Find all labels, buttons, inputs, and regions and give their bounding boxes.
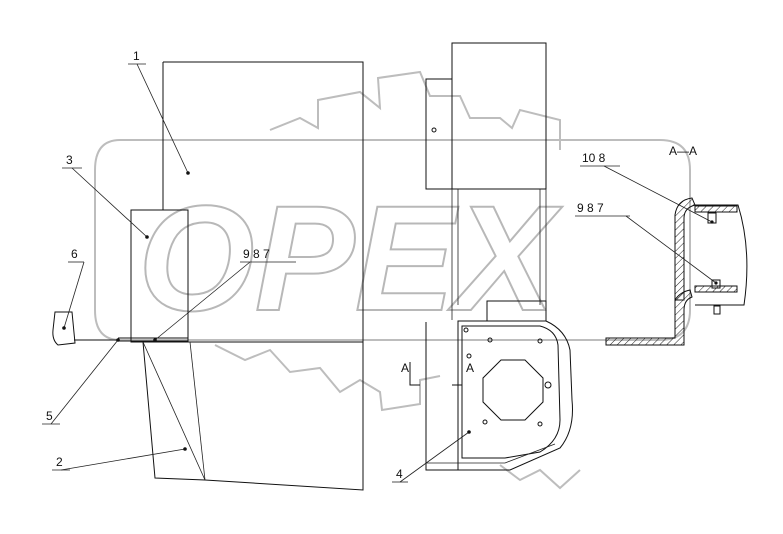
- callout-108-label: 10 8: [582, 151, 606, 165]
- section-marker-left: [409, 362, 420, 386]
- callout-2-label: 2: [56, 455, 63, 469]
- callout-6-leader: [63, 261, 85, 329]
- part4-flange: [426, 443, 556, 464]
- callout-987-label: 9 8 7: [243, 247, 270, 261]
- part4-hole: [466, 353, 472, 359]
- part4-octagon-opening: [482, 359, 544, 421]
- part4-hole: [537, 338, 543, 344]
- callout-987-dot: [153, 338, 157, 342]
- callout-108-dot: [710, 220, 714, 224]
- callout-leaders: [42, 63, 718, 483]
- callout-6-dot: [62, 326, 66, 330]
- callout-4-leader: [399, 431, 470, 483]
- callout-987-leader: [154, 261, 251, 341]
- callout-4-dot: [467, 430, 471, 434]
- section-cover: [695, 204, 748, 306]
- callout-3-label: 3: [66, 153, 73, 167]
- section-marker-label-left: A: [401, 361, 409, 375]
- part4-bracket-outer: [425, 320, 573, 471]
- watermark-gear-outline: [214, 70, 581, 490]
- part4-bracket-inner: [461, 325, 561, 459]
- section-title: A—A: [669, 144, 697, 158]
- main-panel-outline: [142, 61, 364, 491]
- panel-lower-crease: [189, 341, 206, 481]
- callout-5-label: 5: [46, 409, 53, 423]
- callout-3-dot: [145, 235, 149, 239]
- section-upper-lip: [674, 197, 696, 301]
- callout-1-leader: [136, 63, 189, 174]
- side-view: A A: [401, 42, 573, 471]
- upper-left-plate: [425, 78, 453, 190]
- callout-987-section-leader: [625, 215, 717, 284]
- watermark-logo: OPEX: [94, 70, 691, 490]
- callout-6-label: 6: [71, 247, 78, 261]
- part4-hole-right: [544, 381, 552, 389]
- callout-2-leader: [60, 448, 186, 471]
- callout-4-label: 4: [396, 467, 403, 481]
- part3-box: [130, 209, 189, 343]
- callout-3-leader: [71, 167, 148, 238]
- part6-block: [52, 311, 76, 346]
- callout-1-label: 1: [133, 49, 140, 63]
- section-marker-right: [452, 362, 463, 386]
- callout-108-leader: [603, 165, 713, 223]
- part4-hole: [487, 337, 493, 343]
- part4-hole: [482, 419, 488, 425]
- section-marker-label-right: A: [466, 361, 474, 375]
- section-bolt-tail: [713, 305, 721, 315]
- section-bottom-strip: [694, 285, 738, 293]
- callout-987-section-dot: [714, 281, 718, 285]
- callout-987-section-label: 9 8 7: [577, 201, 604, 215]
- callout-5-leader: [50, 339, 119, 425]
- upper-plate-hole: [431, 127, 437, 133]
- section-view-a-a: A—A: [605, 144, 748, 346]
- part4-hole: [537, 421, 543, 427]
- panel-lower-edge: [142, 341, 206, 481]
- watermark-text: OPEX: [138, 174, 563, 342]
- upper-plate: [451, 42, 547, 190]
- callout-2-dot: [183, 447, 187, 451]
- section-top-strip: [694, 205, 738, 213]
- section-bolt-lower: [711, 279, 721, 289]
- callout-1-dot: [186, 171, 190, 175]
- callout-5-dot: [116, 338, 120, 342]
- part4-hole: [463, 327, 469, 333]
